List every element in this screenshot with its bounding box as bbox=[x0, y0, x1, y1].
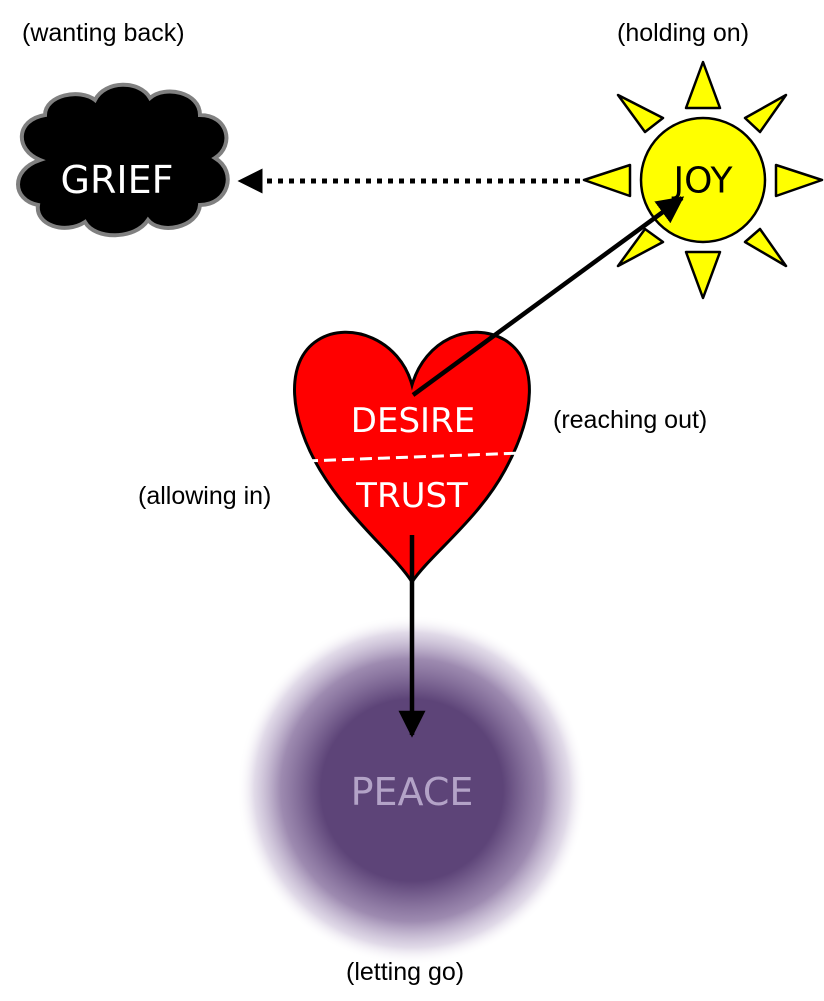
joy-label: JOY bbox=[672, 161, 734, 202]
joy-node: JOY bbox=[582, 60, 824, 300]
heart-node: DESIRE TRUST bbox=[293, 330, 531, 585]
peace-label: PEACE bbox=[351, 770, 474, 814]
trust-label: TRUST bbox=[355, 476, 468, 516]
blurred-circle-icon bbox=[237, 615, 587, 965]
peace-annotation: (letting go) bbox=[346, 958, 464, 986]
grief-annotation: (wanting back) bbox=[22, 19, 185, 47]
grief-node: GRIEF bbox=[16, 82, 230, 238]
peace-node: PEACE bbox=[237, 615, 587, 965]
edge-desire-to-joy bbox=[411, 196, 685, 397]
desire-annotation: (reaching out) bbox=[553, 406, 707, 434]
heart-divider bbox=[305, 451, 523, 463]
joy-annotation: (holding on) bbox=[617, 19, 749, 47]
grief-label: GRIEF bbox=[61, 158, 174, 202]
desire-label: DESIRE bbox=[351, 401, 475, 441]
cloud-icon bbox=[16, 82, 230, 238]
trust-annotation: (allowing in) bbox=[138, 482, 271, 510]
